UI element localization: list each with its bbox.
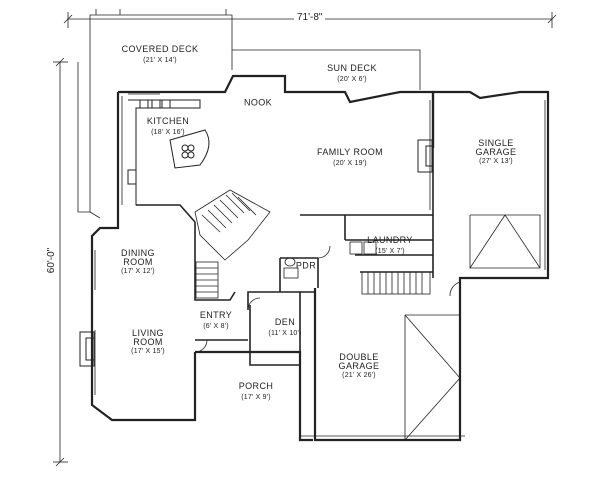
kitchen-island [169,129,210,169]
room-label-single-garage: SINGLE GARAGE (27' X 13') [475,137,517,165]
room-size: (20' X 19') [333,159,367,167]
room-name: KITCHEN [146,115,190,126]
room-size: (27' X 13') [479,157,513,165]
laundry-appliances [349,241,377,255]
room-name: GARAGE [475,147,517,158]
room-name: PDR [295,260,317,271]
room-size: (11' X 10') [268,329,302,337]
room-name: ENTRY [199,309,233,320]
room-size: (21' X 14') [143,56,177,64]
depth-dimension-line [53,57,68,467]
room-name: GARAGE [338,361,380,372]
room-size: (17' X 12') [121,267,155,275]
room-name: ROOM [123,257,153,268]
fireplace-family-room [417,139,433,173]
room-label-entry: ENTRY (6' X 8') [200,306,232,330]
room-label-double-garage: DOUBLE GARAGE (21' X 26') [338,351,380,379]
room-size: (6' X 8') [203,322,229,330]
room-name: LAUNDRY [367,234,413,245]
room-name: SINGLE [478,137,514,148]
room-size: (18' X 16') [151,128,185,136]
room-name: DEN [274,316,296,327]
covered-deck-outline [77,9,233,219]
main-staircase [194,189,271,261]
double-garage-door [404,314,461,441]
room-size: (17' X 15') [131,347,165,355]
room-name: ROOM [133,337,163,348]
room-name: DOUBLE [339,351,379,362]
room-label-living-room: LIVING ROOM (17' X 15') [131,327,165,355]
room-name: NOOK [243,97,273,108]
room-size: (20' X 6') [337,75,367,83]
room-name: DINING [121,247,155,258]
room-size: (15' X 7') [375,247,405,255]
room-name: SUN DECK [327,62,377,73]
room-name: FAMILY ROOM [316,146,384,157]
single-garage-door [469,214,541,269]
overall-depth-label: 60'-0" [46,244,58,277]
room-label-sun-deck: SUN DECK (20' X 6') [327,59,377,83]
room-label-family-room: FAMILY ROOM (20' X 19') [317,143,383,167]
room-label-porch: PORCH (17' X 9') [239,377,274,401]
door-swings [194,245,461,353]
room-size: (21' X 26') [342,371,376,379]
overall-width-label: 71'-8" [294,12,326,23]
garage-stairs [361,271,431,295]
room-name: LIVING [132,327,164,338]
room-size: (17' X 9') [241,393,271,401]
powder-room-fixtures [283,257,299,279]
room-label-nook: NOOK [244,94,272,111]
sun-deck-outline [231,49,421,90]
room-label-dining-room: DINING ROOM (17' X 12') [121,247,155,275]
room-label-covered-deck: COVERED DECK (21' X 14') [122,40,199,64]
room-label-laundry: LAUNDRY (15' X 7') [367,231,413,255]
room-label-pdr: PDR [296,257,316,274]
windows [94,93,546,437]
room-label-kitchen: KITCHEN (18' X 16') [147,112,189,136]
room-name: COVERED DECK [121,43,199,54]
basement-stairs [195,261,219,299]
room-label-den: DEN (11' X 10') [268,313,301,337]
fireplace-living-room [79,331,95,367]
room-name: PORCH [238,380,274,391]
